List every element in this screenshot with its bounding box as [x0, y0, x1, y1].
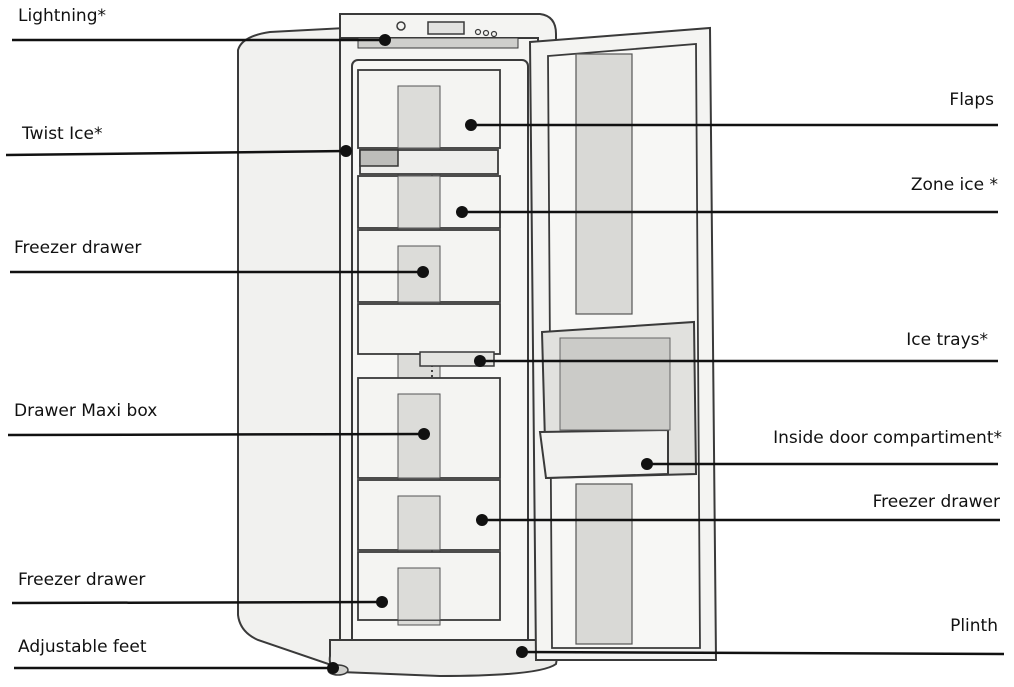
dot-flaps	[465, 119, 477, 131]
twist-ice-knob	[360, 150, 398, 166]
label-flaps: Flaps	[949, 90, 994, 110]
display-panel	[428, 22, 464, 34]
label-ice-trays: Ice trays*	[906, 330, 988, 350]
dot-lightning	[379, 34, 391, 46]
cabinet-side-panel	[238, 28, 345, 668]
dot-inside-door-compartment	[641, 458, 653, 470]
flap-handle-recess	[398, 86, 440, 148]
dot-adjustable-feet	[327, 662, 339, 674]
dot-plinth	[516, 646, 528, 658]
door-window-top	[576, 54, 632, 314]
label-freezer-drawer-top: Freezer drawer	[14, 238, 141, 258]
label-adjustable-feet: Adjustable feet	[18, 637, 147, 657]
dot-freezer-drawer-top	[417, 266, 429, 278]
dot-zone-ice	[456, 206, 468, 218]
door-window-bottom	[576, 484, 632, 644]
label-inside-door-compartment: Inside door compartiment*	[773, 428, 1002, 448]
drawer-handle-recess	[398, 568, 440, 620]
dot-twist-ice	[340, 145, 352, 157]
ice-tray-shelf	[358, 304, 500, 354]
door-compartment-front	[540, 430, 668, 478]
label-lightning: Lightning*	[18, 6, 106, 26]
flap-handle-recess	[398, 176, 440, 228]
leader-freezer-drawer-bottom-left	[12, 602, 382, 603]
leader-drawer-maxi-box	[8, 434, 424, 435]
plinth	[330, 640, 560, 676]
label-drawer-maxi-box: Drawer Maxi box	[14, 401, 157, 421]
label-freezer-drawer-bottom-left: Freezer drawer	[18, 570, 145, 590]
dot-drawer-maxi-box	[418, 428, 430, 440]
label-plinth: Plinth	[950, 616, 998, 636]
label-zone-ice: Zone ice *	[911, 175, 998, 195]
dot-ice-trays	[474, 355, 486, 367]
door-compartment-glass	[560, 338, 670, 430]
dot-freezer-drawer-bottom-left	[376, 596, 388, 608]
drawer-handle-recess	[398, 496, 440, 550]
label-freezer-drawer-right: Freezer drawer	[873, 492, 1000, 512]
dot-freezer-drawer-right	[476, 514, 488, 526]
label-twist-ice: Twist Ice*	[22, 124, 102, 144]
